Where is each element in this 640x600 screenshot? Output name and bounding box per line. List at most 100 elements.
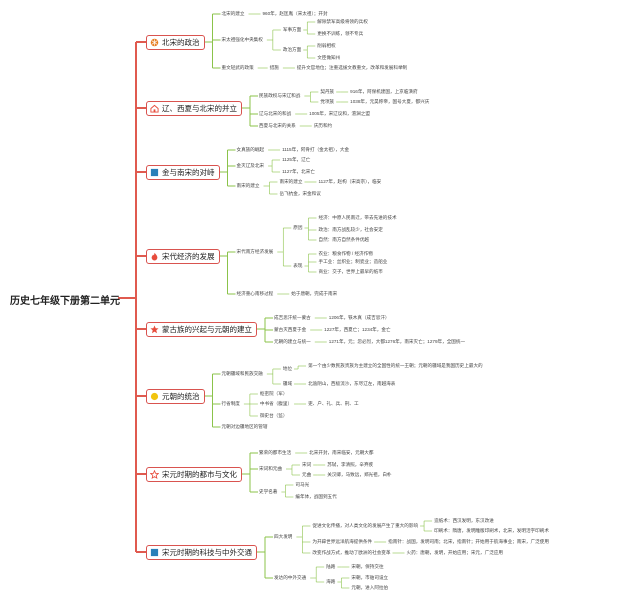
branch-item[interactable]: 宋代南方经济发展 xyxy=(236,249,274,254)
branch-mid[interactable]: 措施 xyxy=(269,65,279,70)
topic-3[interactable]: 金与南宋的对峙 xyxy=(146,165,220,180)
branch-detail[interactable]: 1115年，阿骨打（金太祖），大金 xyxy=(282,147,350,152)
group-item[interactable]: 陆路 xyxy=(326,564,336,569)
leaf-item[interactable]: 苏轼，李清照，辛弃疾 xyxy=(327,462,374,467)
leaf-item[interactable]: 1038年，元昊称帝，国号大夏，都兴庆 xyxy=(350,99,430,104)
branch-item[interactable]: 四大发明 xyxy=(274,534,293,539)
leaf-item[interactable]: 第一个由少数民族贵族为主建立的全国性的统一王朝；元朝的疆域是我国历史上最大的 xyxy=(308,363,483,368)
leaf-item[interactable]: 司马光 xyxy=(295,482,310,487)
branch-item[interactable]: 成吉思汗统一蒙古 xyxy=(274,315,311,320)
leaf-item[interactable]: 1127年，赵构（宋高宗），临安 xyxy=(318,179,382,184)
topic-label: 金与南宋的对峙 xyxy=(162,168,215,177)
star-icon xyxy=(150,325,159,334)
square-icon xyxy=(150,168,159,177)
mindmap-root[interactable]: 历史七年级下册第二单元 xyxy=(10,296,120,307)
leaf-item[interactable]: 造纸术：西汉发明，东汉改进 xyxy=(434,518,494,523)
group-item[interactable]: 党项族 xyxy=(320,99,335,104)
leaf-item[interactable]: 1127年，北宋亡 xyxy=(282,169,315,174)
leaf-item[interactable]: 解除禁军高级将领的兵权 xyxy=(317,19,368,24)
leaf-item[interactable]: 宋朝，市舶司设立 xyxy=(351,575,389,580)
group-item[interactable]: 表现 xyxy=(293,263,303,268)
topic-4[interactable]: 宋代经济的发展 xyxy=(146,249,220,264)
leaf-item[interactable]: 削弱相权 xyxy=(317,43,336,48)
leaf-item[interactable]: 编年体，战国到五代 xyxy=(295,494,337,499)
leaf-item[interactable]: 916年，阿保机建国，上京临潢府 xyxy=(350,89,418,94)
leaf-item[interactable]: 宋朝，保持交往 xyxy=(351,564,384,569)
leaf-item[interactable]: 政治：南方战乱较少，社会安定 xyxy=(318,227,383,232)
branch-item[interactable]: 发达的中外交通 xyxy=(274,575,307,580)
branch-item[interactable]: 宋太祖强化中央集权 xyxy=(221,37,263,42)
branch-item[interactable]: 辽与北宋的和战 xyxy=(259,111,292,116)
group-item[interactable]: 岳飞抗金，宋金和议 xyxy=(279,191,321,196)
group-item[interactable]: 为开辟世界远洋航海提供条件 xyxy=(312,539,373,544)
branch-item[interactable]: 南宋的建立 xyxy=(236,183,260,188)
topic-7[interactable]: 宋元时期的都市与文化 xyxy=(146,467,242,482)
leaf-item[interactable]: 手工业：丝织业；制瓷业；造船业 xyxy=(318,259,388,264)
leaf-item[interactable]: 关汉卿，马致远，郑光祖，白朴 xyxy=(327,472,392,477)
topic-label: 辽、西夏与北宋的并立 xyxy=(162,104,237,113)
topic-1[interactable]: 北宋的政治 xyxy=(146,35,205,50)
topic-label: 宋元时期的都市与文化 xyxy=(162,470,237,479)
leaf-item[interactable]: 北逾阴山，西极流沙，东尽辽左，南越海表 xyxy=(308,381,396,386)
leaf-item[interactable]: 农业：粮食作物 / 经济作物 xyxy=(318,251,373,256)
group-item[interactable]: 疆域 xyxy=(282,381,293,386)
branch-detail[interactable]: 1271年，元；忽必烈，大都1276年，南宋灭亡；1279年，全国统一 xyxy=(328,339,466,344)
branch-detail[interactable]: 始于唐朝，完成于南宋 xyxy=(291,291,338,296)
branch-item[interactable]: 重文轻武的政策 xyxy=(221,65,254,70)
branch-item[interactable]: 元朝的建立与统一 xyxy=(274,339,311,344)
topic-label: 蒙古族的兴起与元朝的建立 xyxy=(162,325,252,334)
branch-item[interactable]: 宋词和元曲 xyxy=(259,466,282,471)
leaf-item[interactable]: 1125年，辽亡 xyxy=(282,157,311,162)
branch-item[interactable]: 民族政权与宋辽和战 xyxy=(259,93,301,98)
branch-item[interactable]: 繁荣的都市生活 xyxy=(259,450,292,455)
branch-item[interactable]: 元朝疆域和民族交融 xyxy=(221,371,263,376)
topic-5[interactable]: 蒙古族的兴起与元朝的建立 xyxy=(146,322,257,337)
group-item[interactable]: 改变作战方式，推动了欧洲的社会变革 xyxy=(312,550,391,555)
branch-item[interactable]: 元朝对边疆地区的管辖 xyxy=(221,424,268,429)
group-item[interactable]: 元曲 xyxy=(301,472,312,477)
branch-item[interactable]: 蒙古灭西夏于金 xyxy=(274,327,307,332)
leaf-item[interactable]: 指南针：战国，发明司南；北宋，指南针；开始用于航海事业；南宋，广泛使用 xyxy=(388,539,549,544)
group-item[interactable]: 中书省（腹里） xyxy=(259,401,293,406)
branch-detail[interactable]: 1005年，宋辽议和，澶渊之盟 xyxy=(309,111,370,116)
branch-item[interactable]: 经济重心南移过程 xyxy=(236,291,274,296)
branch-detail[interactable]: 北宋开封，南宋临安，元朝大都 xyxy=(309,450,374,455)
group-item[interactable]: 海路 xyxy=(326,579,336,584)
leaf-item[interactable]: 经济：中原人民南迁，带去先进的技术 xyxy=(318,215,397,220)
group-item[interactable]: 军事方面 xyxy=(282,27,302,32)
topic-label: 北宋的政治 xyxy=(162,38,200,47)
branch-item[interactable]: 行省制度 xyxy=(221,401,240,406)
branch-detail[interactable]: 1227年，西夏亡；1234年，金亡 xyxy=(324,327,391,332)
topic-6[interactable]: 元朝的统治 xyxy=(146,389,205,404)
leaf-item[interactable]: 吏、户、礼、兵、刑、工 xyxy=(308,401,359,406)
group-item[interactable]: 地位 xyxy=(282,366,293,371)
group-item[interactable]: 原因 xyxy=(293,225,303,230)
group-item[interactable]: 契丹族 xyxy=(320,89,335,94)
branch-item[interactable]: 北宋的建立 xyxy=(221,11,245,16)
branch-detail[interactable]: 提升文官地位；注重选拔文教重文，改革和发展科举制 xyxy=(296,65,408,70)
leaf-item[interactable]: 更换不训练，领不专兵 xyxy=(317,31,364,36)
group-item[interactable]: 南宋的建立 xyxy=(279,179,303,184)
group-item[interactable]: 促进文化传播，对人类文化的发展产生了重大的影响 xyxy=(312,523,419,528)
branch-detail[interactable]: 庆历和约 xyxy=(313,123,333,128)
leaf-item[interactable]: 自然：南方自然条件优越 xyxy=(318,237,370,242)
branch-detail[interactable]: 1206年，铁木真（成吉思汗） xyxy=(328,315,390,320)
leaf-item[interactable]: 印刷术：隋唐，发明雕版印刷术，北宋，发明活字印刷术 xyxy=(434,528,549,533)
leaf-item[interactable]: 文臣做知州 xyxy=(317,55,341,60)
branch-item[interactable]: 金灭辽及北宋 xyxy=(236,163,265,168)
topic-2[interactable]: 辽、西夏与北宋的并立 xyxy=(146,101,242,116)
group-item[interactable]: 枢密院（军） xyxy=(259,391,288,396)
leaf-item[interactable]: 商业：交子，世界上最早的纸币 xyxy=(318,269,383,274)
group-item[interactable]: 御史台（监） xyxy=(259,413,288,418)
topic-8[interactable]: 宋元时期的科技与中外交通 xyxy=(146,545,257,560)
branch-item[interactable]: 史学名著 xyxy=(259,489,278,494)
branch-item[interactable]: 西夏与北宋的关系 xyxy=(259,123,296,128)
topic-label: 元朝的统治 xyxy=(162,392,200,401)
leaf-item[interactable]: 元朝，进入阿拉伯 xyxy=(351,585,389,590)
group-item[interactable]: 政治方面 xyxy=(282,47,302,52)
branch-detail[interactable]: 960年，赵匡胤（宋太祖）；开封 xyxy=(262,11,328,16)
group-item[interactable]: 宋词 xyxy=(301,462,312,467)
leaf-item[interactable]: 火药：唐朝，发明，开始应用；宋元，广泛应用 xyxy=(406,550,503,555)
house-icon xyxy=(150,104,159,113)
branch-item[interactable]: 女真族的崛起 xyxy=(236,147,265,152)
